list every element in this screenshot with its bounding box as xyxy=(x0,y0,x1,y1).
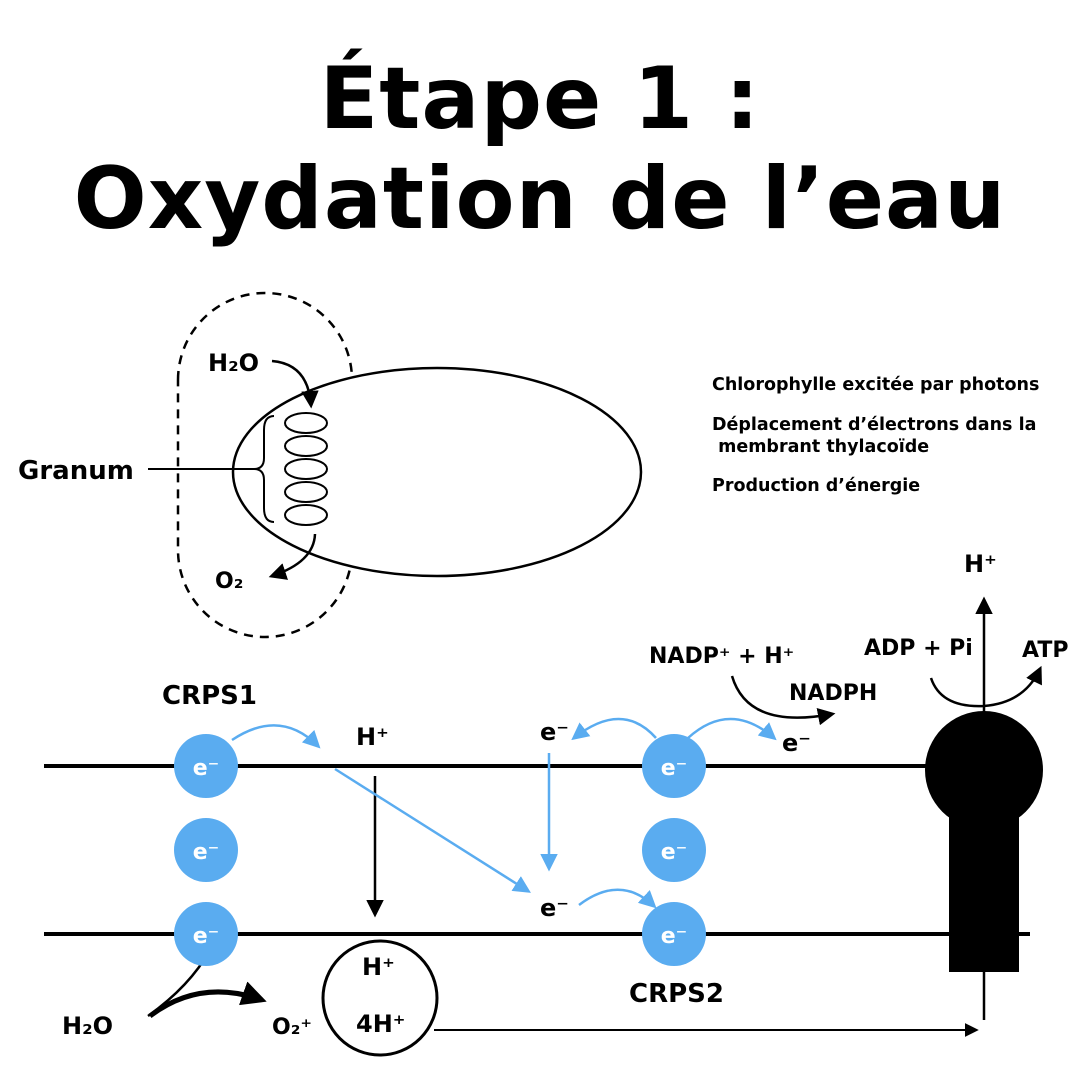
lumen-proton-label: H⁺ xyxy=(356,723,389,751)
granum-label: Granum xyxy=(18,456,134,486)
crps2-label: CRPS2 xyxy=(629,979,724,1009)
atp-label: ATP xyxy=(1022,638,1068,663)
note-chlorophyll: Chlorophylle excitée par photons xyxy=(712,375,1040,395)
electron-arrow-diagonal xyxy=(334,767,531,893)
proton-circle xyxy=(321,939,439,1057)
crps2-complex: e⁻ e⁻ e⁻ xyxy=(642,734,706,966)
electron-arrow-crps2-left xyxy=(571,717,657,741)
electron-sphere xyxy=(174,734,238,798)
adp-label: ADP + Pi xyxy=(864,636,973,661)
oxygen-out-arrow xyxy=(268,533,317,580)
synthase-proton-label: H⁺ xyxy=(964,550,997,578)
electron-label: e⁻ xyxy=(661,924,688,949)
free-electron-top: e⁻ xyxy=(540,718,569,746)
bottom-oxygen-label: O₂⁺ xyxy=(272,1015,312,1040)
four-protons-label: 4H⁺ xyxy=(356,1010,405,1038)
crps1-label: CRPS1 xyxy=(162,681,257,711)
leaf-outline xyxy=(176,291,354,639)
nadp-reduction-arrow xyxy=(730,675,836,726)
electron-sphere xyxy=(174,902,238,966)
electron-label: e⁻ xyxy=(193,756,220,781)
note-energy: Production d’énergie xyxy=(712,476,921,496)
nadp-label: NADP⁺ + H⁺ xyxy=(649,644,794,669)
electron-arrow-to-crps2 xyxy=(578,888,657,909)
oxygen-label: O₂ xyxy=(215,569,243,594)
title-line-1: Étape 1 : xyxy=(319,49,761,149)
chloroplast-outline xyxy=(231,366,643,578)
chloroplast-schematic: H₂O Granum O₂ xyxy=(18,291,643,639)
electron-arrow-crps1-out xyxy=(231,724,321,749)
proton-circle-label: H⁺ xyxy=(362,953,395,981)
free-electron-bottom: e⁻ xyxy=(540,894,569,922)
electron-label: e⁻ xyxy=(193,924,220,949)
synthase-stalk xyxy=(949,795,1019,972)
title-line-2: Oxydation de l’eau xyxy=(73,149,1007,249)
atp-synthase: H⁺ ADP + Pi ATP xyxy=(864,550,1068,1020)
bottom-water-label: H₂O xyxy=(62,1012,113,1040)
electron-transport-arrows xyxy=(231,717,777,909)
electron-sphere xyxy=(642,902,706,966)
electron-arrow-crps2-right xyxy=(687,717,777,741)
granum-stack xyxy=(284,412,328,526)
water-in-arrow xyxy=(271,359,319,409)
electron-label: e⁻ xyxy=(193,840,220,865)
note-electron-transport: Déplacement d’électrons dans la membrant… xyxy=(712,415,1037,457)
water-label: H₂O xyxy=(208,349,259,377)
electron-label: e⁻ xyxy=(661,840,688,865)
electron-sphere xyxy=(174,818,238,882)
adp-to-atp-arrow xyxy=(929,665,1042,708)
water-to-oxygen-arrow xyxy=(148,981,267,1018)
free-electron-right: e⁻ xyxy=(782,729,811,757)
nadph-label: NADPH xyxy=(789,681,877,706)
crps1-complex: e⁻ e⁻ e⁻ xyxy=(174,734,238,966)
electron-label: e⁻ xyxy=(661,756,688,781)
electron-sphere xyxy=(642,818,706,882)
electron-sphere xyxy=(642,734,706,798)
